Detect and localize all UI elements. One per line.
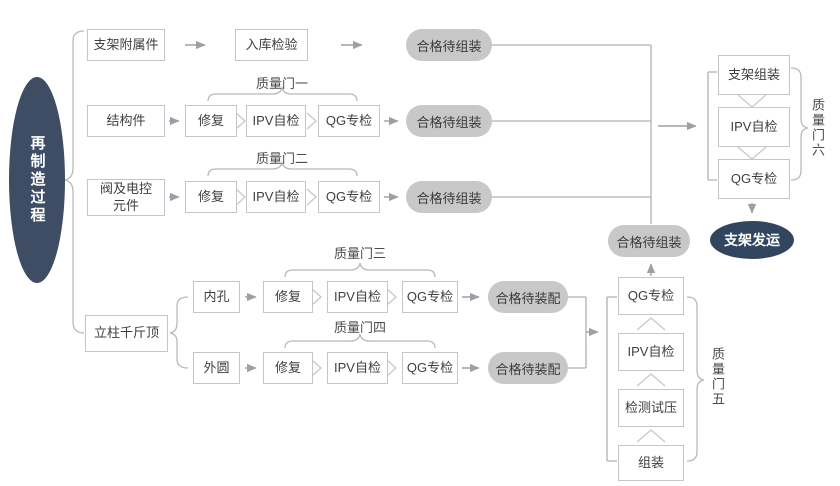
flow-arrows <box>169 40 757 373</box>
node-structure: 结构件 <box>87 105 165 137</box>
node-jack-test: 检测试压 <box>618 389 684 427</box>
node-outer-circle: 外圆 <box>193 352 240 384</box>
gate5-brace <box>686 296 705 462</box>
process-brace <box>63 30 85 334</box>
node-accessories: 支架附属件 <box>87 29 165 61</box>
process-ellipse: 再制造过程 <box>9 77 65 283</box>
pillar-split-brace <box>169 296 189 369</box>
node-jack-qg: QG专检 <box>618 277 684 315</box>
pill-qualified-assembly-3: 合格待组装 <box>406 181 492 213</box>
node-jack-assemble: 组装 <box>618 445 684 481</box>
flow-lines <box>492 44 717 462</box>
node-outer-qg: QG专检 <box>402 352 458 384</box>
gate2-brace <box>207 161 358 177</box>
pill-qualified-assembly-2: 合格待组装 <box>406 105 492 137</box>
pill-qualified-fitting-2: 合格待装配 <box>488 352 568 384</box>
node-outer-repair: 修复 <box>263 352 313 384</box>
node-structure-ipv: IPV自检 <box>246 105 306 137</box>
gate2-label: 质量门二 <box>255 151 309 166</box>
node-valve-qg: QG专检 <box>318 181 380 213</box>
gate3-brace <box>284 262 436 278</box>
node-inner-repair: 修复 <box>263 281 313 313</box>
chevron-connectors <box>235 94 767 443</box>
node-jack-ipv: IPV自检 <box>618 333 684 371</box>
gate4-brace <box>284 333 436 349</box>
node-final-qg: QG专检 <box>718 159 790 199</box>
node-final-ipv: IPV自检 <box>718 107 790 147</box>
gate6-label: 质量门六 <box>810 98 825 158</box>
gate3-label: 质量门三 <box>333 246 387 261</box>
node-support-assembly: 支架组装 <box>718 55 790 95</box>
pill-qualified-fitting-1: 合格待装配 <box>488 281 568 313</box>
node-valve-ipv: IPV自检 <box>246 181 306 213</box>
node-outer-ipv: IPV自检 <box>327 352 388 384</box>
node-structure-repair: 修复 <box>185 105 237 137</box>
pill-qualified-assembly-4: 合格待组装 <box>608 225 690 257</box>
gate1-brace <box>207 86 358 102</box>
process-label: 再制造过程 <box>28 135 46 225</box>
gate4-label: 质量门四 <box>333 320 387 335</box>
node-inner-qg: QG专检 <box>402 281 458 313</box>
ship-ellipse: 支架发运 <box>710 221 794 259</box>
node-pillar-jack: 立柱千斤顶 <box>85 315 168 352</box>
node-inner-bore: 内孔 <box>193 281 240 313</box>
pill-qualified-assembly-1: 合格待组装 <box>406 29 492 61</box>
node-inner-ipv: IPV自检 <box>327 281 388 313</box>
node-structure-qg: QG专检 <box>318 105 380 137</box>
gate5-label: 质量门五 <box>710 347 725 407</box>
node-incoming-inspection: 入库检验 <box>235 29 308 61</box>
gate6-brace <box>790 67 809 181</box>
node-valve: 阀及电控元件 <box>87 179 165 216</box>
gate1-label: 质量门一 <box>255 76 309 91</box>
node-valve-repair: 修复 <box>185 181 237 213</box>
